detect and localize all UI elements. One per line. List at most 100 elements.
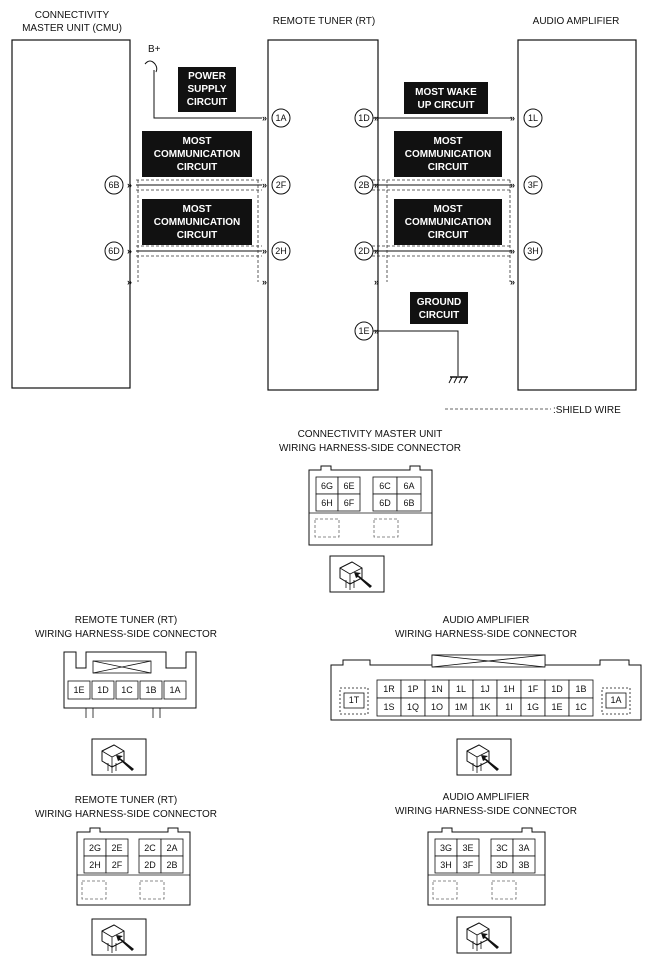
svg-text:COMMUNICATION: COMMUNICATION [405,217,491,228]
amp2-plug-icon [456,916,512,954]
amp1-pin-label: 1Q [407,702,419,712]
pin-rt-2H: 2H [271,241,291,261]
pin-rt-1D: 1D [354,108,374,128]
pin-chevron-1E: » [374,326,379,336]
cmu-connector-title1: CONNECTIVITY MASTER UNIT [298,429,443,440]
svg-text:1A: 1A [169,685,180,695]
svg-text:POWER: POWER [188,71,227,82]
amp1-pin-label: 1O [431,702,443,712]
svg-text:1A: 1A [275,113,286,123]
svg-text:3D: 3D [496,860,508,870]
rt1-connector-title2: WIRING HARNESS-SIDE CONNECTOR [35,629,217,640]
ground-circuit-label: GROUND CIRCUIT [410,292,468,324]
rt1-plug-icon [91,738,147,776]
amp2-connector-title1: AUDIO AMPLIFIER [443,792,530,803]
ground-icon [448,376,468,384]
svg-text:6C: 6C [379,481,391,491]
cmu-title-line1: CONNECTIVITY [35,10,110,21]
svg-text:2F: 2F [112,860,123,870]
pin-rt-2F: 2F [271,175,291,195]
svg-text:6E: 6E [343,481,354,491]
shield-chevron-amp: » [510,277,515,287]
pin-chevron-6D: » [127,246,132,256]
svg-text:CIRCUIT: CIRCUIT [428,162,469,173]
svg-text:COMMUNICATION: COMMUNICATION [405,149,491,160]
amp-title: AUDIO AMPLIFIER [533,16,620,27]
amp1-pin-label: 1M [455,702,468,712]
pin-chevron-2B: » [374,180,379,190]
svg-text:CIRCUIT: CIRCUIT [187,97,228,108]
most-wake-up-circuit-label: MOST WAKE UP CIRCUIT [404,82,488,114]
bplus-symbol [144,60,158,73]
amp1-pin-label: 1B [575,684,586,694]
shield-rt-amp [372,179,512,282]
svg-text:1E: 1E [358,326,369,336]
svg-text:2B: 2B [358,180,369,190]
svg-text:6D: 6D [379,498,391,508]
svg-text:1E: 1E [73,685,84,695]
pin-cmu-6D: 6D [104,241,124,261]
svg-text:COMMUNICATION: COMMUNICATION [154,217,240,228]
amp1-pin-label: 1S [383,702,394,712]
amp1-plug-icon [456,738,512,776]
power-wire [153,70,262,119]
pin-rt-1E: 1E [354,321,374,341]
svg-text:3E: 3E [462,843,473,853]
svg-text:3G: 3G [440,843,452,853]
shield-chevron-rt-right: » [374,277,379,287]
svg-text:2B: 2B [166,860,177,870]
rt2-connector-title2: WIRING HARNESS-SIDE CONNECTOR [35,809,217,820]
svg-text:CIRCUIT: CIRCUIT [177,162,218,173]
svg-text:1A: 1A [610,695,621,705]
svg-text:3H: 3H [440,860,452,870]
cmu-title-line2: MASTER UNIT (CMU) [22,23,122,34]
pin-chevron-1L: » [510,113,515,123]
svg-text:SUPPLY: SUPPLY [187,84,226,95]
ground-wire [372,330,459,376]
rt-title: REMOTE TUNER (RT) [273,16,375,27]
amp1-connector-title1: AUDIO AMPLIFIER [443,615,530,626]
svg-text:2E: 2E [111,843,122,853]
pin-amp-3F: 3F [523,175,543,195]
amp1-pin-label: 1G [527,702,539,712]
svg-text:2D: 2D [144,860,156,870]
amp-box [517,39,637,391]
svg-text:6G: 6G [321,481,333,491]
svg-text:2H: 2H [275,246,287,256]
svg-text:CIRCUIT: CIRCUIT [177,230,218,241]
svg-text:1B: 1B [145,685,156,695]
pin-chevron-2H: » [262,246,267,256]
pin-amp-3H: 3H [523,241,543,261]
pin-chevron-1A: » [262,113,267,123]
amp1-pin-label: 1I [505,702,513,712]
pin-chevron-3H: » [510,246,515,256]
rt2-plug-icon [91,918,147,956]
amp2-connector: 3G 3E 3H 3F 3C 3A 3D 3B [427,827,546,906]
svg-text:6D: 6D [108,246,120,256]
svg-text:3C: 3C [496,843,508,853]
svg-text:COMMUNICATION: COMMUNICATION [154,149,240,160]
svg-text:CIRCUIT: CIRCUIT [428,230,469,241]
rt2-connector-title1: REMOTE TUNER (RT) [75,795,177,806]
cmu-plug-icon [329,555,385,593]
pin-rt-2B: 2B [354,175,374,195]
amp1-pin-label: 1C [575,702,587,712]
shield-cmu-rt [136,179,262,282]
svg-text:3B: 3B [518,860,529,870]
svg-text:MOST: MOST [434,136,463,147]
amp1-pin-cell [568,697,594,717]
amp1-pin-label: 1H [503,684,515,694]
amp1-pin-label: 1J [480,684,490,694]
svg-text:MOST WAKE: MOST WAKE [415,87,477,98]
amp1-pin-label: 1F [528,684,539,694]
svg-text:MOST: MOST [183,204,212,215]
svg-text:3F: 3F [528,180,539,190]
amp1-pin-label: 1N [431,684,443,694]
bplus-label: B+ [148,44,161,55]
amp1-connector-title2: WIRING HARNESS-SIDE CONNECTOR [395,629,577,640]
svg-text:2A: 2A [166,843,177,853]
svg-text:1L: 1L [528,113,538,123]
svg-text:6B: 6B [403,498,414,508]
svg-text:2H: 2H [89,860,101,870]
